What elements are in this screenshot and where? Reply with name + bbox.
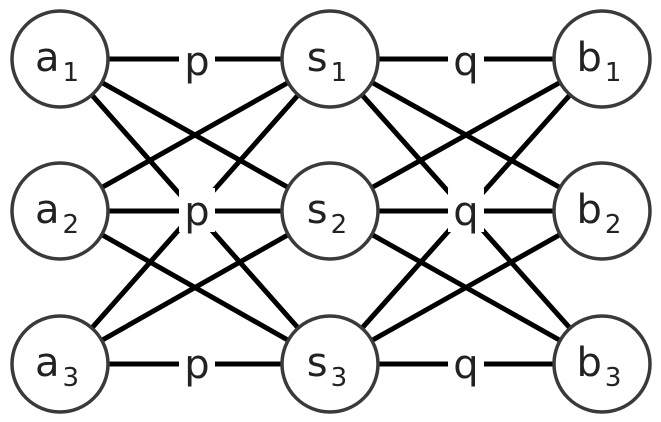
node-b2-circle xyxy=(552,161,652,261)
node-s1-letter: s xyxy=(307,35,328,81)
node-a1-letter: a xyxy=(35,35,60,81)
edge-label-p-bottom-text: p xyxy=(184,342,209,388)
node-b3-subscript: 3 xyxy=(605,363,622,393)
node-s1-subscript: 1 xyxy=(331,58,348,88)
node-b1-subscript: 1 xyxy=(605,58,622,88)
node-a3-subscript: 3 xyxy=(62,363,79,393)
node-b3-letter: b xyxy=(577,340,602,386)
node-s1-circle xyxy=(280,9,380,109)
edge-label-q-top: q xyxy=(448,38,484,85)
node-s2-letter: s xyxy=(307,187,328,233)
edge-label-p-middle-text: p xyxy=(184,189,209,235)
node-b3-circle xyxy=(552,314,652,414)
node-s3-subscript: 3 xyxy=(331,363,348,393)
edge-label-p-top-text: p xyxy=(184,39,209,85)
edge-label-q-bottom-text: q xyxy=(453,342,478,388)
node-b2-letter: b xyxy=(577,187,602,233)
node-a1-subscript: 1 xyxy=(62,58,79,88)
node-b1-letter: b xyxy=(577,35,602,81)
edge-s3-b2 xyxy=(327,208,605,367)
node-b1-circle xyxy=(552,9,652,109)
node-s2-subscript: 2 xyxy=(331,210,348,240)
node-s3-circle xyxy=(280,314,380,414)
edge-a3-s2 xyxy=(57,208,333,367)
node-a2-circle xyxy=(10,161,110,261)
node-a3-circle xyxy=(10,314,110,414)
edge-a2-s1 xyxy=(57,56,333,214)
edge-labels-layer: p p p q q q xyxy=(179,38,484,388)
node-a1-circle xyxy=(10,9,110,109)
edge-label-q-middle: q xyxy=(448,188,484,235)
edge-label-p-middle: p xyxy=(179,188,215,235)
node-a2-subscript: 2 xyxy=(62,210,79,240)
node-a2-letter: a xyxy=(35,187,60,233)
edge-label-p-top: p xyxy=(179,38,215,85)
node-a3-letter: a xyxy=(35,340,60,386)
edge-label-q-bottom: q xyxy=(448,341,484,388)
edge-label-q-middle-text: q xyxy=(453,189,478,235)
node-b2-subscript: 2 xyxy=(605,210,622,240)
edge-s2-b1 xyxy=(327,56,605,214)
node-s2-circle xyxy=(280,161,380,261)
edge-label-q-top-text: q xyxy=(453,39,478,85)
node-s3-letter: s xyxy=(307,340,328,386)
edge-label-p-bottom: p xyxy=(179,341,215,388)
